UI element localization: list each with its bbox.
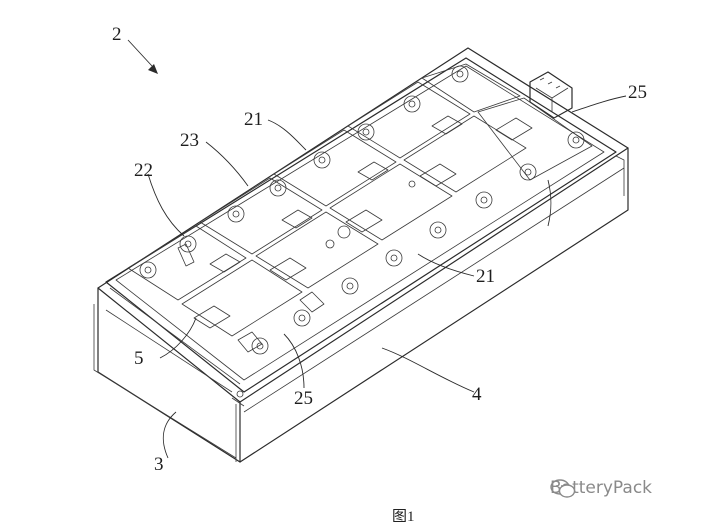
leader-25a xyxy=(571,95,627,113)
housing xyxy=(93,47,629,463)
leader-3 xyxy=(162,411,177,459)
leader-25b xyxy=(283,333,305,389)
label-5: 5 xyxy=(134,348,144,369)
leader-5 xyxy=(159,317,197,359)
label-25-front: 25 xyxy=(294,388,313,409)
label-23: 23 xyxy=(180,130,199,151)
housing-front-face xyxy=(97,287,241,463)
leader-22 xyxy=(147,173,185,237)
leader-23 xyxy=(205,141,249,187)
watermark-text: BatteryPack xyxy=(550,478,653,498)
chat-bubble-icon xyxy=(550,479,576,498)
tray xyxy=(105,57,617,393)
label-3: 3 xyxy=(154,454,164,475)
leader-21b xyxy=(417,253,475,277)
label-25-right: 25 xyxy=(628,82,647,103)
watermark: BatteryPack xyxy=(550,478,652,498)
leader-4 xyxy=(381,347,475,393)
housing-right-face xyxy=(239,147,629,463)
leader-21a xyxy=(267,119,307,151)
label-21-front: 21 xyxy=(476,266,495,287)
label-21-top: 21 xyxy=(244,109,263,130)
leader-lines xyxy=(147,95,627,459)
label-4: 4 xyxy=(472,384,482,405)
terminals xyxy=(139,65,585,355)
bus-bars xyxy=(177,115,533,353)
figure-caption: 图1 xyxy=(392,508,415,522)
label-2: 2 xyxy=(112,24,122,45)
tray-rim xyxy=(105,57,617,393)
label-22: 22 xyxy=(134,160,153,181)
view-arrow xyxy=(127,39,158,74)
reference-numerals: 2 21 23 22 25 21 5 25 4 3 xyxy=(112,24,647,475)
cells-rear-row xyxy=(127,63,521,301)
